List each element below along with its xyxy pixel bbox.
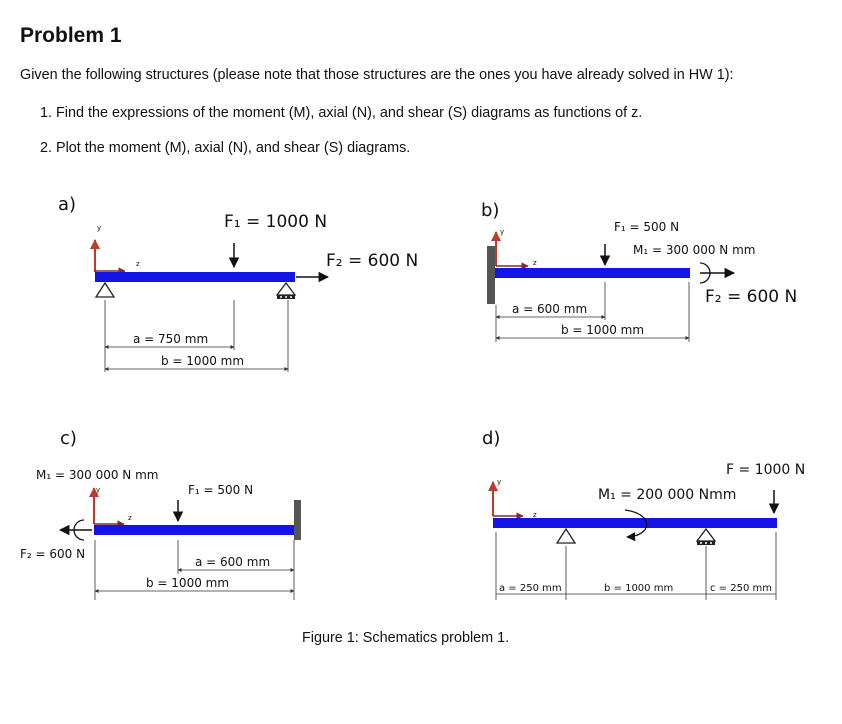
dim-b-label: b = 1000 mm bbox=[561, 323, 644, 337]
problem-intro: Given the following structures (please n… bbox=[20, 67, 734, 83]
moment-m1-label: M₁ = 300 000 N mm bbox=[36, 468, 158, 482]
moment-m1-label: M₁ = 300 000 N mm bbox=[633, 243, 755, 257]
dim-c-label: c = 250 mm bbox=[710, 583, 772, 594]
dim-a-label: a = 250 mm bbox=[499, 583, 562, 594]
force-f1-label: F₁ = 1000 N bbox=[224, 212, 327, 232]
figure-b: b) y z F₁ = 500 N M₁ = 300 000 N mm F₂ =… bbox=[481, 200, 797, 342]
figure-d-label: d) bbox=[482, 428, 500, 449]
dim-b-label: b = 1000 mm bbox=[146, 576, 229, 590]
axis-z-label: z bbox=[533, 511, 537, 519]
moment-m1-arrow bbox=[624, 509, 648, 542]
dim-a-label: a = 750 mm bbox=[133, 332, 208, 346]
axis-y-label: y bbox=[96, 486, 100, 494]
force-f1-label: F₁ = 500 N bbox=[614, 220, 679, 234]
force-f2-label: F₂ = 600 N bbox=[20, 547, 85, 561]
fixed-wall bbox=[487, 246, 495, 304]
axis-y-label: y bbox=[500, 228, 504, 236]
fixed-wall bbox=[294, 500, 301, 540]
pin-support bbox=[556, 528, 576, 544]
dim-b-label: b = 1000 mm bbox=[604, 583, 673, 594]
dim-a-label: a = 600 mm bbox=[512, 302, 587, 316]
beam bbox=[95, 272, 295, 282]
task-item-1: 1. Find the expressions of the moment (M… bbox=[40, 105, 643, 121]
figure-d: d) y z F = 1000 N M₁ = 200 000 Nmm a = 2… bbox=[482, 428, 805, 600]
figure-a-label: a) bbox=[58, 194, 76, 215]
task-item-2: 2. Plot the moment (M), axial (N), and s… bbox=[40, 140, 411, 156]
roller-support bbox=[696, 528, 716, 546]
axis-z-label: z bbox=[136, 260, 140, 268]
axis-z-label: z bbox=[128, 514, 132, 522]
dim-a-label: a = 600 mm bbox=[195, 555, 270, 569]
moment-m1-label: M₁ = 200 000 Nmm bbox=[598, 487, 736, 503]
figure-b-label: b) bbox=[481, 200, 499, 221]
force-f-label: F = 1000 N bbox=[726, 462, 805, 478]
axis-z-label: z bbox=[533, 259, 537, 267]
dim-b-label: b = 1000 mm bbox=[161, 354, 244, 368]
force-f1-label: F₁ = 500 N bbox=[188, 483, 253, 497]
beam bbox=[94, 525, 294, 535]
force-f2-label: F₂ = 600 N bbox=[326, 251, 418, 271]
axis-y-label: y bbox=[497, 478, 501, 486]
figure-a: a) y z F₁ = 1000 N F₂ = 600 N a = 750 mm… bbox=[58, 194, 418, 372]
axis-y-label: y bbox=[97, 224, 101, 232]
roller-support bbox=[276, 282, 296, 300]
beam bbox=[495, 268, 690, 278]
pin-support bbox=[95, 282, 115, 298]
problem-title: Problem 1 bbox=[20, 24, 122, 47]
force-f2-label: F₂ = 600 N bbox=[705, 287, 797, 307]
beam bbox=[493, 518, 777, 528]
figure-caption: Figure 1: Schematics problem 1. bbox=[302, 630, 510, 646]
figure-c-label: c) bbox=[60, 428, 77, 449]
figure-c: c) M₁ = 300 000 N mm y z F₂ = 600 N F₁ =… bbox=[20, 428, 301, 600]
